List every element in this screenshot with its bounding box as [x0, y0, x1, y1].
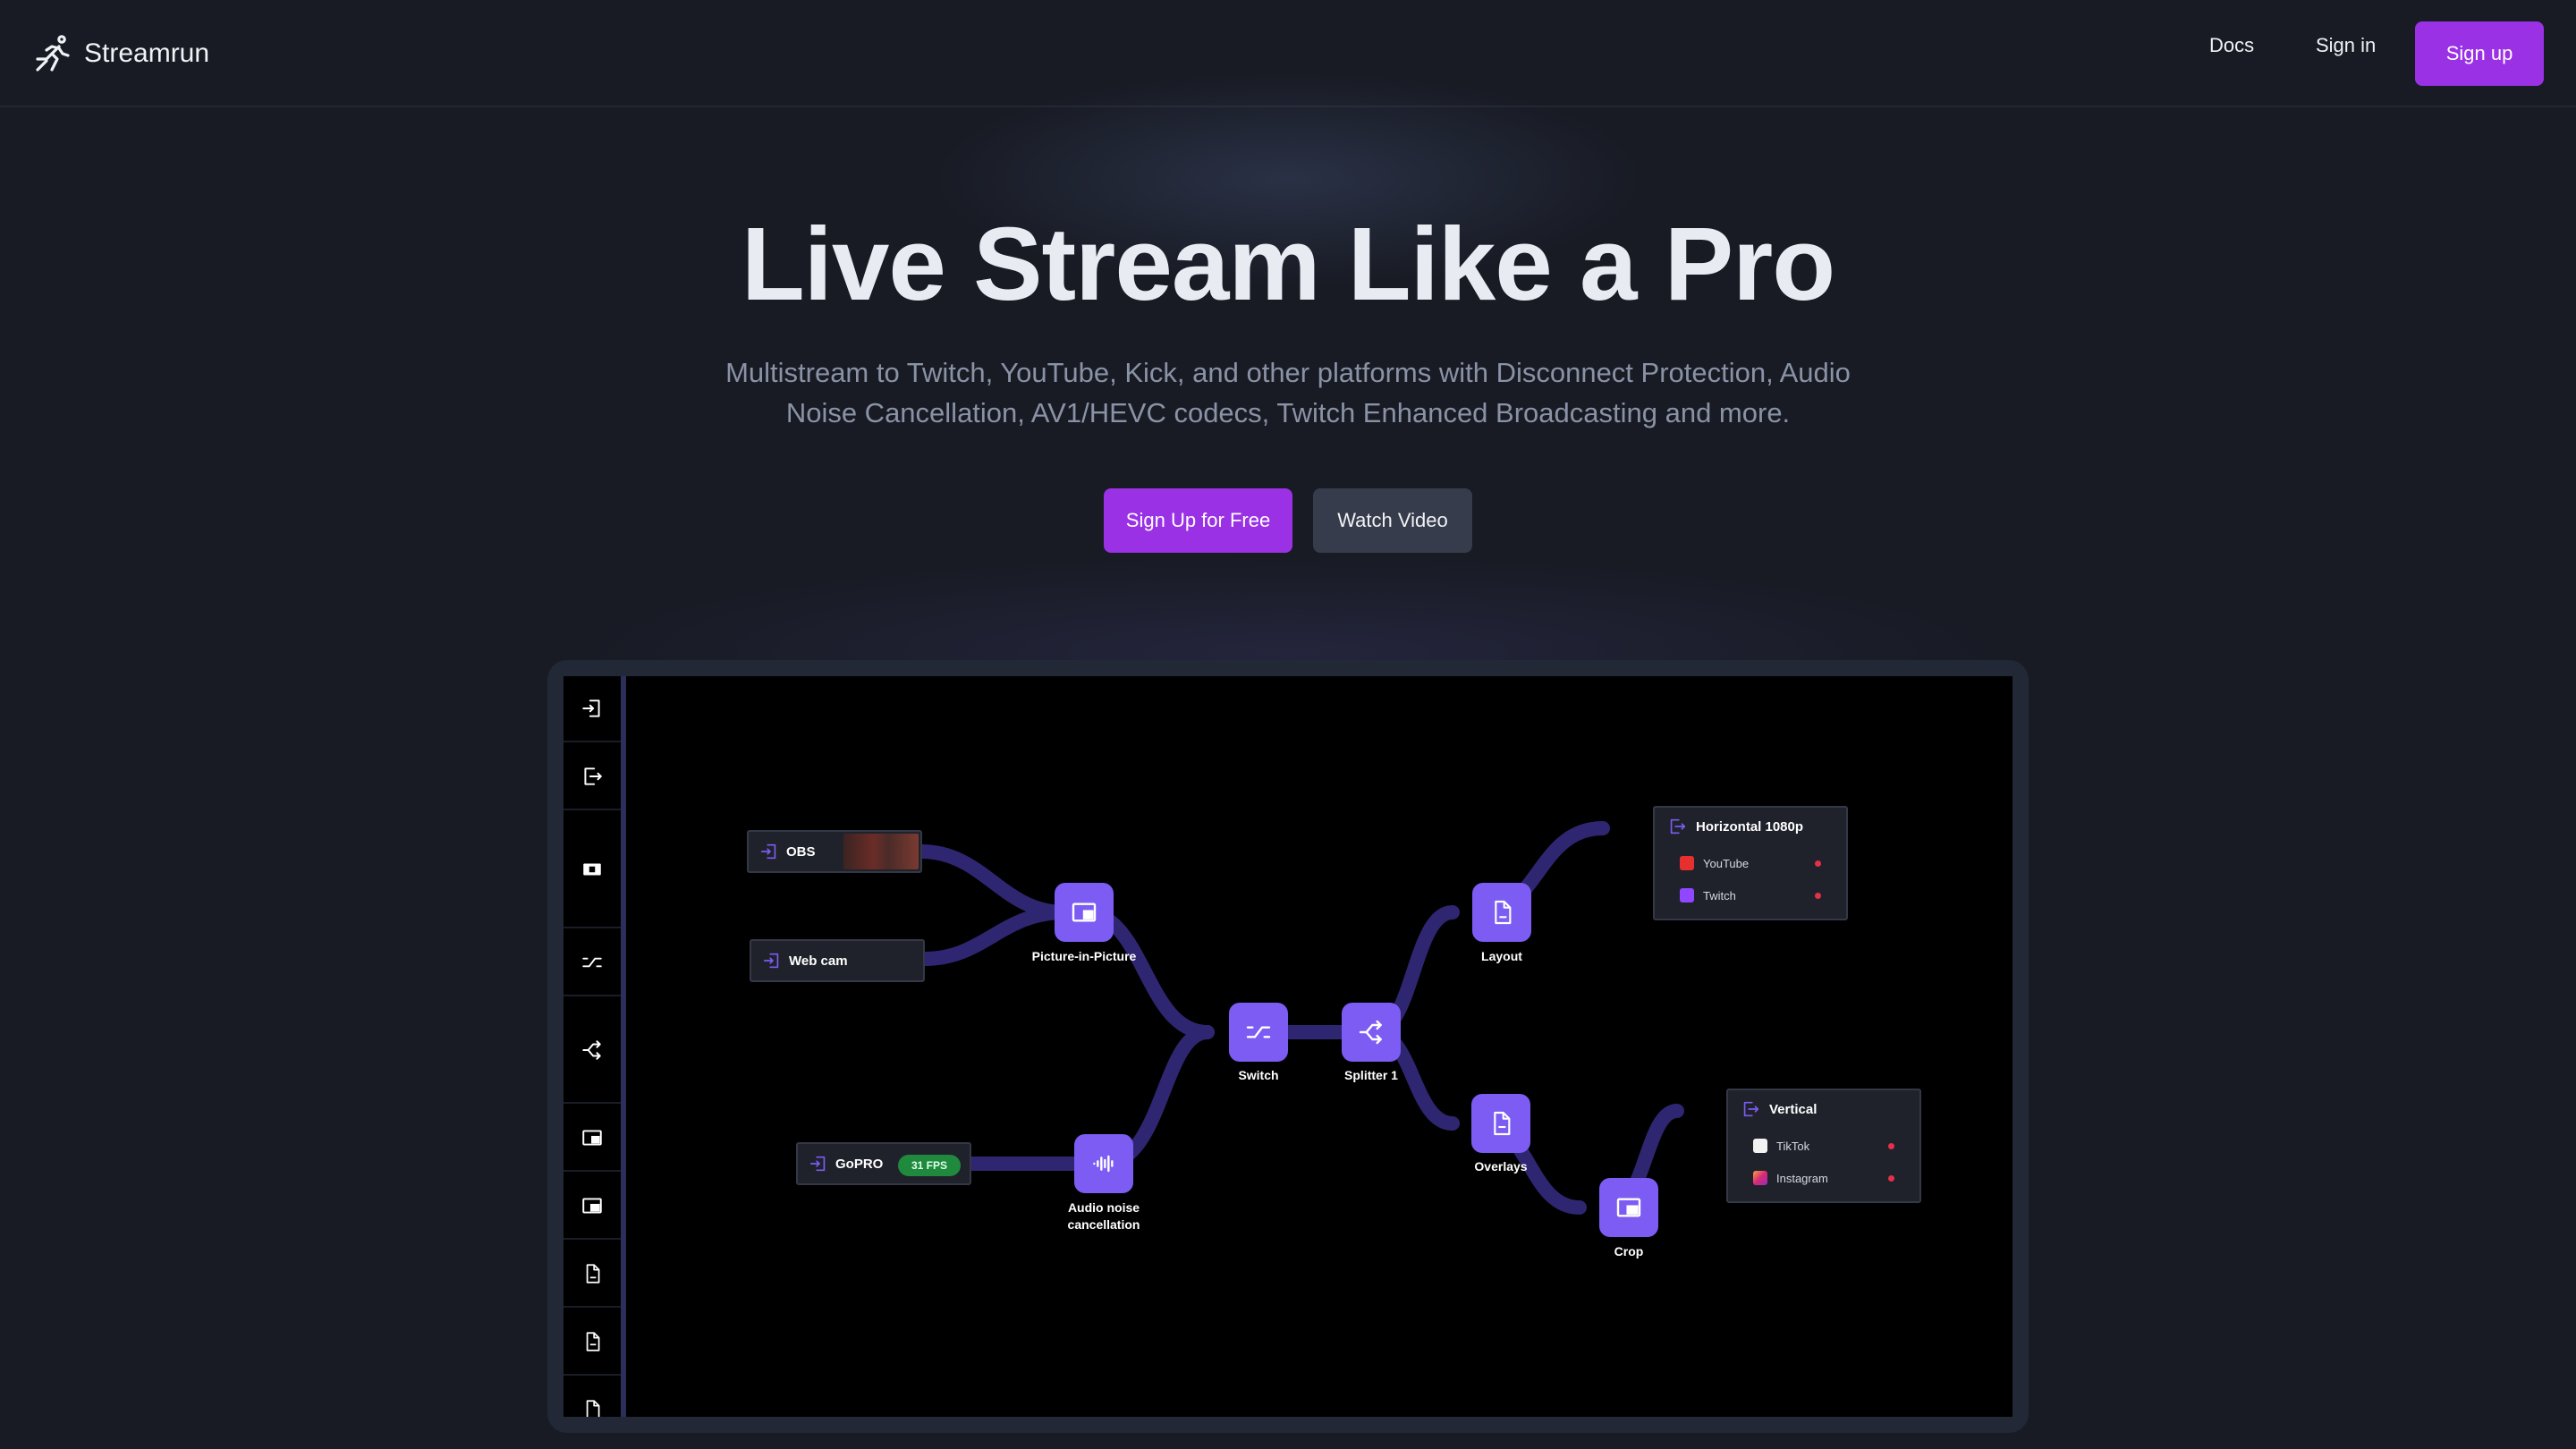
- nav-signin-link[interactable]: Sign in: [2316, 34, 2377, 56]
- splitter-icon: [582, 1040, 601, 1060]
- output-row-twitch-label: Twitch: [1703, 888, 1736, 902]
- youtube-icon: [1680, 856, 1694, 870]
- status-dot: [1888, 1174, 1894, 1182]
- output-vertical-title: Vertical: [1741, 1099, 1907, 1119]
- node-layout[interactable]: [1472, 883, 1531, 942]
- brand-name: Streamrun: [84, 38, 210, 68]
- output-row-tiktok[interactable]: TikTok: [1741, 1130, 1907, 1162]
- node-overlays-label: Overlays: [1474, 1159, 1528, 1174]
- tool-html[interactable]: [564, 1241, 621, 1308]
- output-icon: [584, 767, 602, 785]
- node-switch-label: Switch: [1238, 1068, 1279, 1082]
- nav-signup-button[interactable]: Sign up: [2415, 21, 2544, 86]
- node-toolbar: [564, 676, 621, 1417]
- splitter-icon: [1359, 1020, 1382, 1045]
- source-obs[interactable]: OBS: [747, 830, 922, 873]
- source-gopro[interactable]: GoPRO 31 FPS: [796, 1142, 971, 1185]
- pip-icon: [1072, 902, 1097, 922]
- output-row-instagram-label: Instagram: [1776, 1171, 1828, 1185]
- output-row-tiktok-label: TikTok: [1776, 1139, 1810, 1153]
- output-row-youtube-label: YouTube: [1703, 856, 1750, 870]
- node-overlays[interactable]: [1471, 1094, 1530, 1153]
- node-noise-label-line2: cancellation: [1067, 1217, 1140, 1232]
- hero-glow: [930, 72, 1646, 286]
- brand-logo[interactable]: Streamrun: [32, 32, 209, 75]
- output-horizontal[interactable]: Horizontal 1080p YouTube Twitch: [1653, 806, 1848, 920]
- node-canvas[interactable]: OBS Web cam GoPRO 31 FPS Picture-in-Pict…: [626, 676, 2012, 1417]
- tool-pip[interactable]: [564, 1106, 621, 1172]
- fps-badge: 31 FPS: [898, 1155, 961, 1176]
- waveform-icon: [1093, 1155, 1114, 1173]
- tool-input[interactable]: [564, 676, 621, 742]
- node-noise-label-line1: Audio noise: [1067, 1200, 1140, 1215]
- input-icon: [809, 1156, 826, 1172]
- pip-icon: [582, 1130, 602, 1146]
- output-horizontal-label: Horizontal 1080p: [1696, 818, 1804, 835]
- node-switch[interactable]: [1229, 1003, 1288, 1062]
- output-row-twitch[interactable]: Twitch: [1667, 879, 1834, 911]
- tool-splitter[interactable]: [564, 998, 621, 1104]
- edge-obs-pip: [914, 844, 1072, 919]
- tool-switch[interactable]: [564, 930, 621, 996]
- twitch-icon: [1680, 888, 1694, 902]
- status-dot: [1888, 1142, 1894, 1149]
- edge-webcam-pip: [918, 905, 1072, 966]
- output-row-instagram[interactable]: Instagram: [1741, 1162, 1907, 1194]
- crop-icon: [1616, 1198, 1641, 1217]
- node-noise-cancellation[interactable]: [1074, 1134, 1133, 1193]
- output-vertical-label: Vertical: [1769, 1101, 1818, 1117]
- tiktok-icon: [1753, 1139, 1767, 1153]
- node-splitter[interactable]: [1342, 1003, 1401, 1062]
- crop-icon: [582, 1198, 602, 1214]
- output-row-youtube[interactable]: YouTube: [1667, 847, 1834, 879]
- tool-crop[interactable]: [564, 1174, 621, 1240]
- png-icon: [586, 1332, 600, 1352]
- input-icon: [760, 843, 776, 860]
- node-noise-label: Audio noise cancellation: [1023, 1199, 1184, 1233]
- output-horizontal-title: Horizontal 1080p: [1667, 817, 1834, 836]
- source-webcam[interactable]: Web cam: [750, 939, 925, 982]
- watch-video-button[interactable]: Watch Video: [1313, 488, 1472, 553]
- hero-title: Live Stream Like a Pro: [741, 206, 1835, 322]
- input-icon: [582, 699, 600, 717]
- switch-icon: [1246, 1026, 1271, 1038]
- node-layout-label: Layout: [1481, 949, 1522, 963]
- html-icon: [586, 1264, 600, 1284]
- runner-icon: [36, 35, 70, 72]
- tool-png[interactable]: [564, 1309, 621, 1376]
- node-splitter-label: Splitter 1: [1344, 1068, 1398, 1082]
- node-pip-label: Picture-in-Picture: [1031, 949, 1137, 963]
- output-icon: [1743, 1101, 1759, 1117]
- source-obs-label: OBS: [786, 843, 816, 860]
- output-vertical[interactable]: Vertical TikTok Instagram: [1726, 1089, 1921, 1203]
- output-icon: [1670, 818, 1686, 835]
- top-nav: Streamrun Docs Sign in Sign up: [0, 0, 2576, 107]
- status-dot: [1815, 860, 1821, 867]
- input-icon: [763, 953, 779, 969]
- tool-output[interactable]: [564, 744, 621, 810]
- tool-media[interactable]: [564, 812, 621, 928]
- node-crop-label: Crop: [1614, 1244, 1644, 1258]
- graph-edges: [914, 821, 1684, 1215]
- nav-docs-link[interactable]: Docs: [2209, 34, 2255, 56]
- switch-icon: [582, 957, 602, 968]
- hero-subtitle: Multistream to Twitch, YouTube, Kick, an…: [725, 357, 1851, 428]
- source-webcam-label: Web cam: [789, 953, 848, 969]
- media-icon: [583, 863, 601, 876]
- html-icon: [1495, 900, 1512, 925]
- toolbar-divider: [621, 676, 626, 1417]
- obs-preview-thumbnail: [843, 834, 919, 869]
- source-gopro-label: GoPRO: [835, 1156, 884, 1172]
- tool-file[interactable]: [564, 1377, 621, 1417]
- png-icon: [1494, 1111, 1511, 1136]
- signup-free-button[interactable]: Sign Up for Free: [1104, 488, 1292, 553]
- node-crop[interactable]: [1599, 1178, 1658, 1237]
- instagram-icon: [1753, 1171, 1767, 1185]
- status-dot: [1815, 892, 1821, 899]
- file-icon: [586, 1400, 600, 1417]
- node-pip[interactable]: [1055, 883, 1114, 942]
